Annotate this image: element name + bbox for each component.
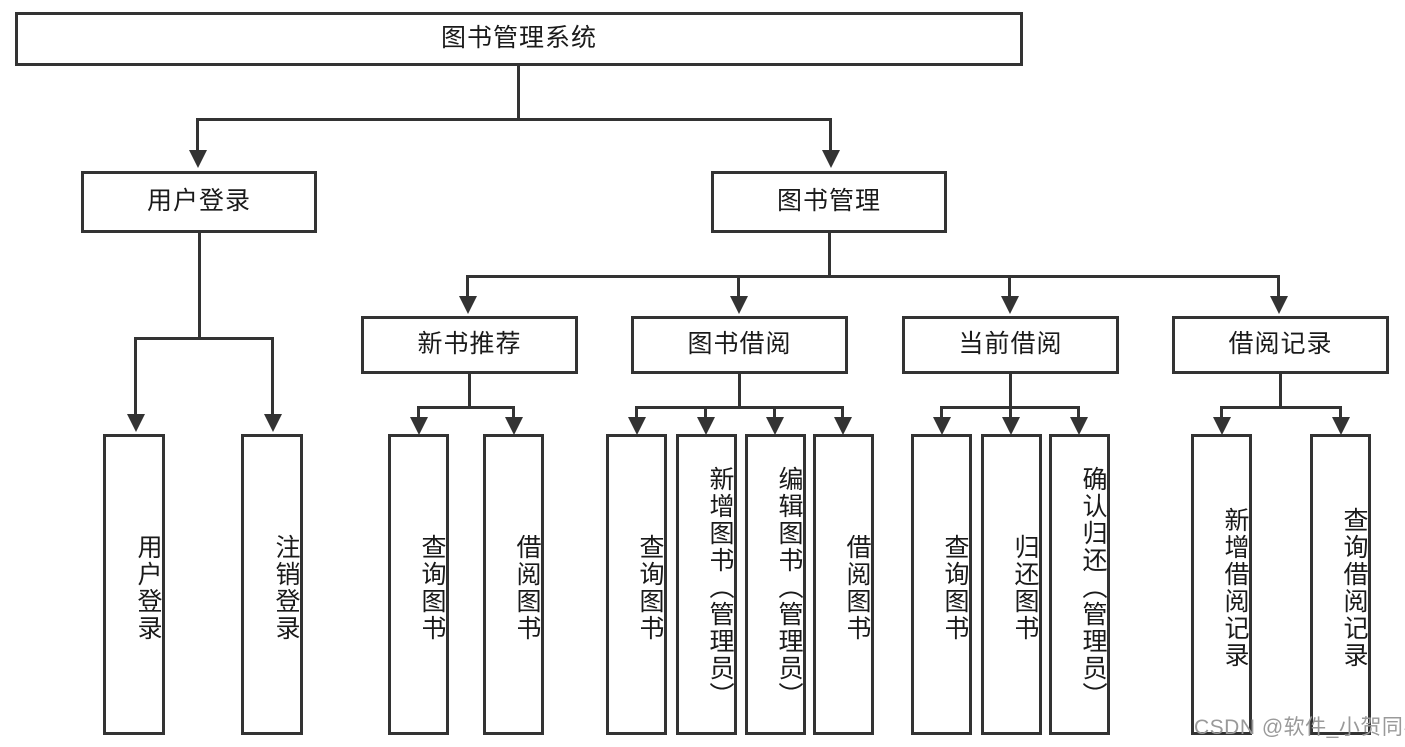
edge-current-borrow-to-leaf-1: [940, 406, 943, 418]
node-new-book-recommend[interactable]: 新书推荐: [361, 316, 578, 374]
arrow-borrow-record-to-leaf-1: [1213, 417, 1231, 435]
arrow-new-book-to-leaf-2: [505, 417, 523, 435]
leaf-borrow-book-1[interactable]: 借阅图书: [483, 434, 544, 735]
edge-new-book-to-leaf-1: [417, 406, 420, 418]
arrow-new-book-to-leaf-1: [410, 417, 428, 435]
node-current-borrow[interactable]: 当前借阅: [902, 316, 1119, 374]
edge-bm-to-book-borrow: [737, 275, 740, 297]
edge-new-book-bar: [417, 406, 515, 409]
edge-new-book-stem: [468, 374, 471, 406]
arrow-borrow-record-to-leaf-2: [1332, 417, 1350, 435]
arrow-book-borrow-to-leaf-1: [628, 417, 646, 435]
edge-book-management-stem: [828, 233, 831, 275]
arrow-current-borrow-to-leaf-2: [1002, 417, 1020, 435]
node-root-system[interactable]: 图书管理系统: [15, 12, 1023, 66]
arrow-root-to-book-management: [822, 150, 840, 168]
arrow-book-borrow-to-leaf-3: [766, 417, 784, 435]
leaf-add-borrow-record[interactable]: 新增借阅记录: [1191, 434, 1252, 735]
node-book-borrow[interactable]: 图书借阅: [631, 316, 848, 374]
arrow-user-login-to-leaf-2: [264, 414, 282, 432]
edge-user-login-bar: [134, 337, 274, 340]
edge-root-to-user-login: [196, 118, 199, 151]
arrow-root-to-user-login: [189, 150, 207, 168]
leaf-add-borrow-record-label: 新增借阅记录: [1221, 506, 1249, 669]
edge-current-borrow-to-leaf-2: [1009, 406, 1012, 418]
leaf-user-login[interactable]: 用户登录: [103, 434, 165, 735]
leaf-edit-book-admin[interactable]: 编辑图书（管理员）: [745, 434, 806, 735]
edge-borrow-record-to-leaf-2: [1339, 406, 1342, 418]
edge-root-stem: [517, 66, 520, 118]
leaf-query-book-1[interactable]: 查询图书: [388, 434, 449, 735]
edge-user-login-to-leaf-1: [134, 337, 137, 415]
leaf-query-borrow-record[interactable]: 查询借阅记录: [1310, 434, 1371, 735]
edge-borrow-record-to-leaf-1: [1220, 406, 1223, 418]
node-borrow-record[interactable]: 借阅记录: [1172, 316, 1389, 374]
leaf-logout-label: 注销登录: [272, 533, 300, 642]
arrow-bm-to-book-borrow: [730, 296, 748, 314]
arrow-bm-to-new-book: [459, 296, 477, 314]
leaf-query-book-1-label: 查询图书: [418, 533, 446, 642]
leaf-return-book[interactable]: 归还图书: [981, 434, 1042, 735]
edge-book-borrow-to-leaf-4: [841, 406, 844, 418]
node-borrow-record-label: 借阅记录: [1228, 330, 1333, 359]
edge-current-borrow-stem: [1009, 374, 1012, 406]
arrow-current-borrow-to-leaf-1: [933, 417, 951, 435]
leaf-query-borrow-record-label: 查询借阅记录: [1340, 506, 1368, 669]
node-book-borrow-label: 图书借阅: [687, 330, 792, 359]
leaf-add-book-admin-label: 新增图书（管理员）: [706, 466, 734, 709]
edge-book-borrow-to-leaf-2: [704, 406, 707, 418]
leaf-query-book-2[interactable]: 查询图书: [606, 434, 667, 735]
leaf-query-book-3[interactable]: 查询图书: [911, 434, 972, 735]
edge-bm-to-current-borrow: [1008, 275, 1011, 297]
leaf-user-login-label: 用户登录: [134, 533, 162, 642]
leaf-confirm-return-admin[interactable]: 确认归还（管理员）: [1049, 434, 1110, 735]
arrow-book-borrow-to-leaf-4: [834, 417, 852, 435]
node-user-login[interactable]: 用户登录: [81, 171, 317, 233]
leaf-borrow-book-2[interactable]: 借阅图书: [813, 434, 874, 735]
edge-new-book-to-leaf-2: [512, 406, 515, 418]
edge-user-login-to-leaf-2: [271, 337, 274, 415]
leaf-add-book-admin[interactable]: 新增图书（管理员）: [676, 434, 737, 735]
node-current-borrow-label: 当前借阅: [958, 330, 1063, 359]
arrow-user-login-to-leaf-1: [127, 414, 145, 432]
csdn-watermark: CSDN @软件_小贺同学: [1194, 716, 1405, 739]
edge-book-borrow-bar: [635, 406, 844, 409]
edge-user-login-stem: [198, 233, 201, 337]
edge-book-borrow-to-leaf-1: [635, 406, 638, 418]
edge-current-borrow-to-leaf-3: [1077, 406, 1080, 418]
leaf-edit-book-admin-label: 编辑图书（管理员）: [775, 466, 803, 709]
edge-book-borrow-stem: [738, 374, 741, 406]
edge-bm-to-borrow-record: [1277, 275, 1280, 297]
edge-book-borrow-to-leaf-3: [773, 406, 776, 418]
leaf-borrow-book-1-label: 借阅图书: [513, 533, 541, 642]
node-book-management[interactable]: 图书管理: [711, 171, 947, 233]
node-new-book-recommend-label: 新书推荐: [417, 330, 522, 359]
arrow-bm-to-current-borrow: [1001, 296, 1019, 314]
node-user-login-label: 用户登录: [146, 187, 251, 216]
edge-root-to-book-management: [829, 118, 832, 151]
arrow-bm-to-borrow-record: [1270, 296, 1288, 314]
leaf-confirm-return-admin-label: 确认归还（管理员）: [1079, 466, 1107, 709]
leaf-query-book-2-label: 查询图书: [636, 533, 664, 642]
node-book-management-label: 图书管理: [776, 187, 881, 216]
arrow-current-borrow-to-leaf-3: [1070, 417, 1088, 435]
leaf-query-book-3-label: 查询图书: [941, 533, 969, 642]
edge-root-bar: [196, 118, 832, 121]
edge-bm-to-new-book: [466, 275, 469, 297]
leaf-borrow-book-2-label: 借阅图书: [843, 533, 871, 642]
edge-borrow-record-bar: [1220, 406, 1342, 409]
leaf-return-book-label: 归还图书: [1011, 533, 1039, 642]
arrow-book-borrow-to-leaf-2: [697, 417, 715, 435]
edge-book-management-bar: [466, 275, 1280, 278]
node-root-system-label: 图书管理系统: [440, 24, 597, 53]
edge-borrow-record-stem: [1279, 374, 1282, 406]
leaf-logout[interactable]: 注销登录: [241, 434, 303, 735]
